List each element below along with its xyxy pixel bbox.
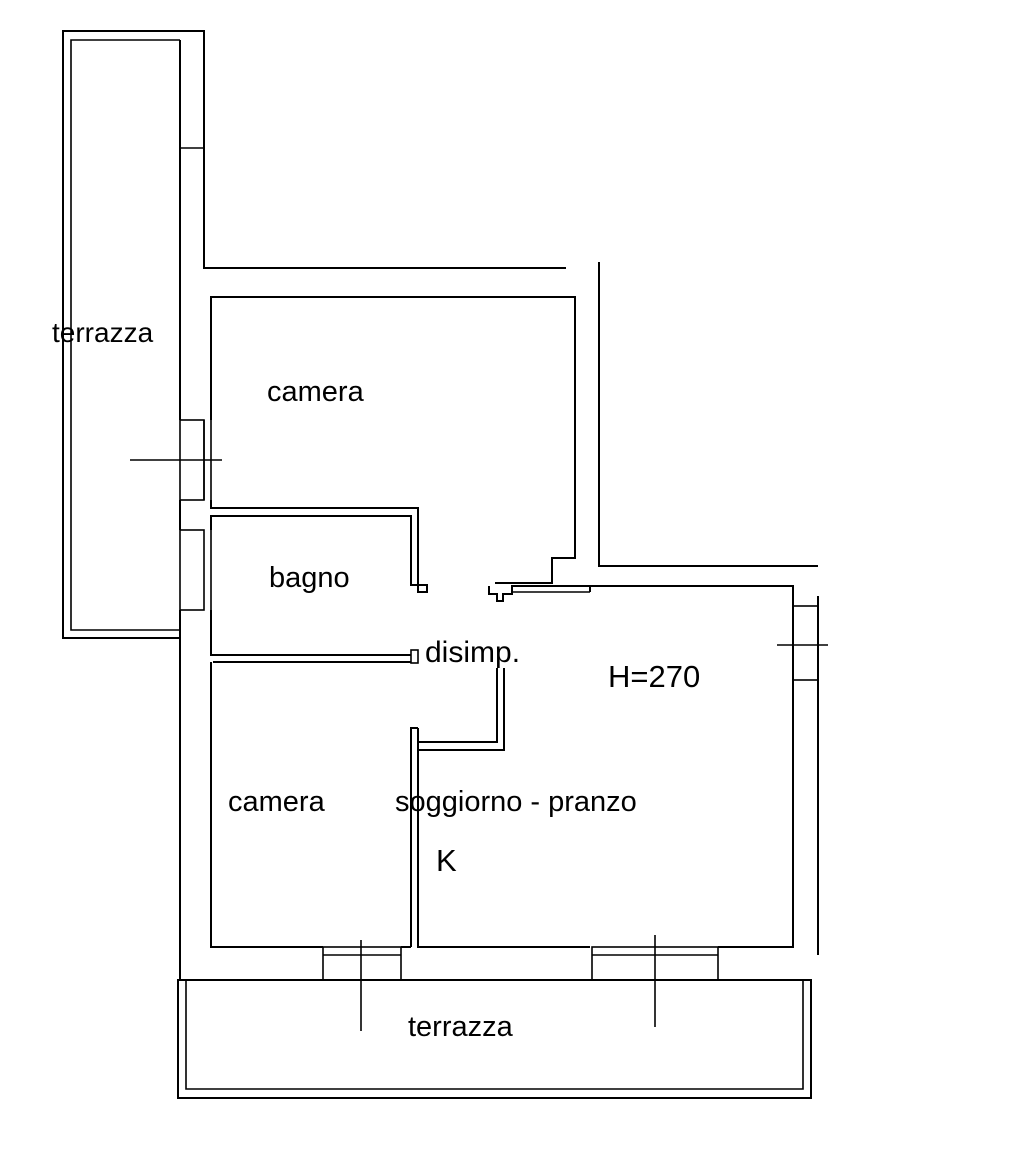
window-camera-top xyxy=(130,419,222,501)
soggiorno-label: soggiorno - pranzo xyxy=(395,786,637,818)
terrazza-bottom-label: terrazza xyxy=(408,1011,513,1043)
terrazza-left-label: terrazza xyxy=(52,317,154,348)
kitchen-label: K xyxy=(436,843,457,878)
camera-bottom-walls xyxy=(210,662,411,948)
disimp-partition xyxy=(410,668,505,947)
height-label: H=270 xyxy=(608,659,701,694)
window-soggiorno-right xyxy=(777,605,828,681)
soggiorno-walls xyxy=(417,585,794,948)
window-bagno xyxy=(179,529,212,611)
camera-bottom-label: camera xyxy=(228,786,325,818)
right-corridor-wall xyxy=(598,262,819,955)
camera-top-label: camera xyxy=(267,376,364,408)
bagno-bottom-wall xyxy=(210,610,419,664)
bagno-label: bagno xyxy=(269,562,350,594)
disimp-label: disimp. xyxy=(425,636,521,669)
camera-top-walls xyxy=(210,296,576,593)
window-camera-bottom xyxy=(322,940,402,1031)
left-terrace-outline xyxy=(62,30,566,639)
bottom-terrace-outline xyxy=(177,979,812,1099)
